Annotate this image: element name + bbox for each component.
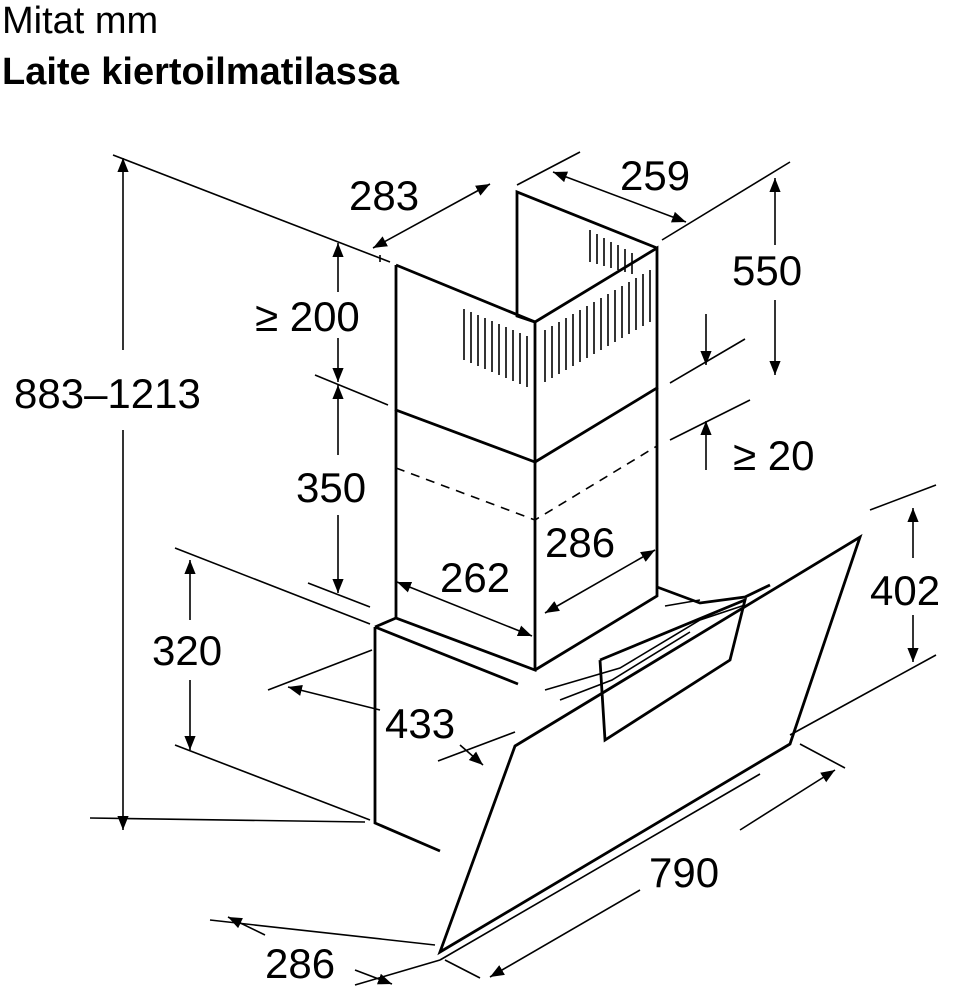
glass-panel <box>437 533 863 956</box>
hood-body <box>373 583 771 853</box>
dim-total-height: 883–1213 <box>14 370 201 417</box>
mode-title: Laite kiertoilmatilassa <box>2 51 400 93</box>
dim-lower-chimney-width: 286 <box>545 519 615 566</box>
dim-lower-chimney-height: 350 <box>296 464 366 511</box>
dim-hood-height: 402 <box>870 567 940 614</box>
dimension-lines <box>117 158 919 985</box>
dim-body-height: 320 <box>152 627 222 674</box>
dim-body-depth: 433 <box>385 700 455 747</box>
dim-hood-width: 790 <box>649 849 719 896</box>
dim-upper-chimney-height: 550 <box>732 247 802 294</box>
units-label: Mitat mm <box>2 0 159 42</box>
upper-chimney <box>394 189 659 465</box>
dim-min-overlap: ≥ 20 <box>733 432 814 479</box>
dim-min-gap-top: ≥ 200 <box>255 293 360 340</box>
lower-chimney <box>394 388 659 673</box>
dim-chimney-width: 259 <box>620 152 690 199</box>
dim-hood-depth: 286 <box>265 940 335 987</box>
extension-lines <box>89 151 937 986</box>
dim-lower-chimney-depth: 262 <box>440 554 510 601</box>
dim-chimney-depth: 283 <box>349 172 419 219</box>
